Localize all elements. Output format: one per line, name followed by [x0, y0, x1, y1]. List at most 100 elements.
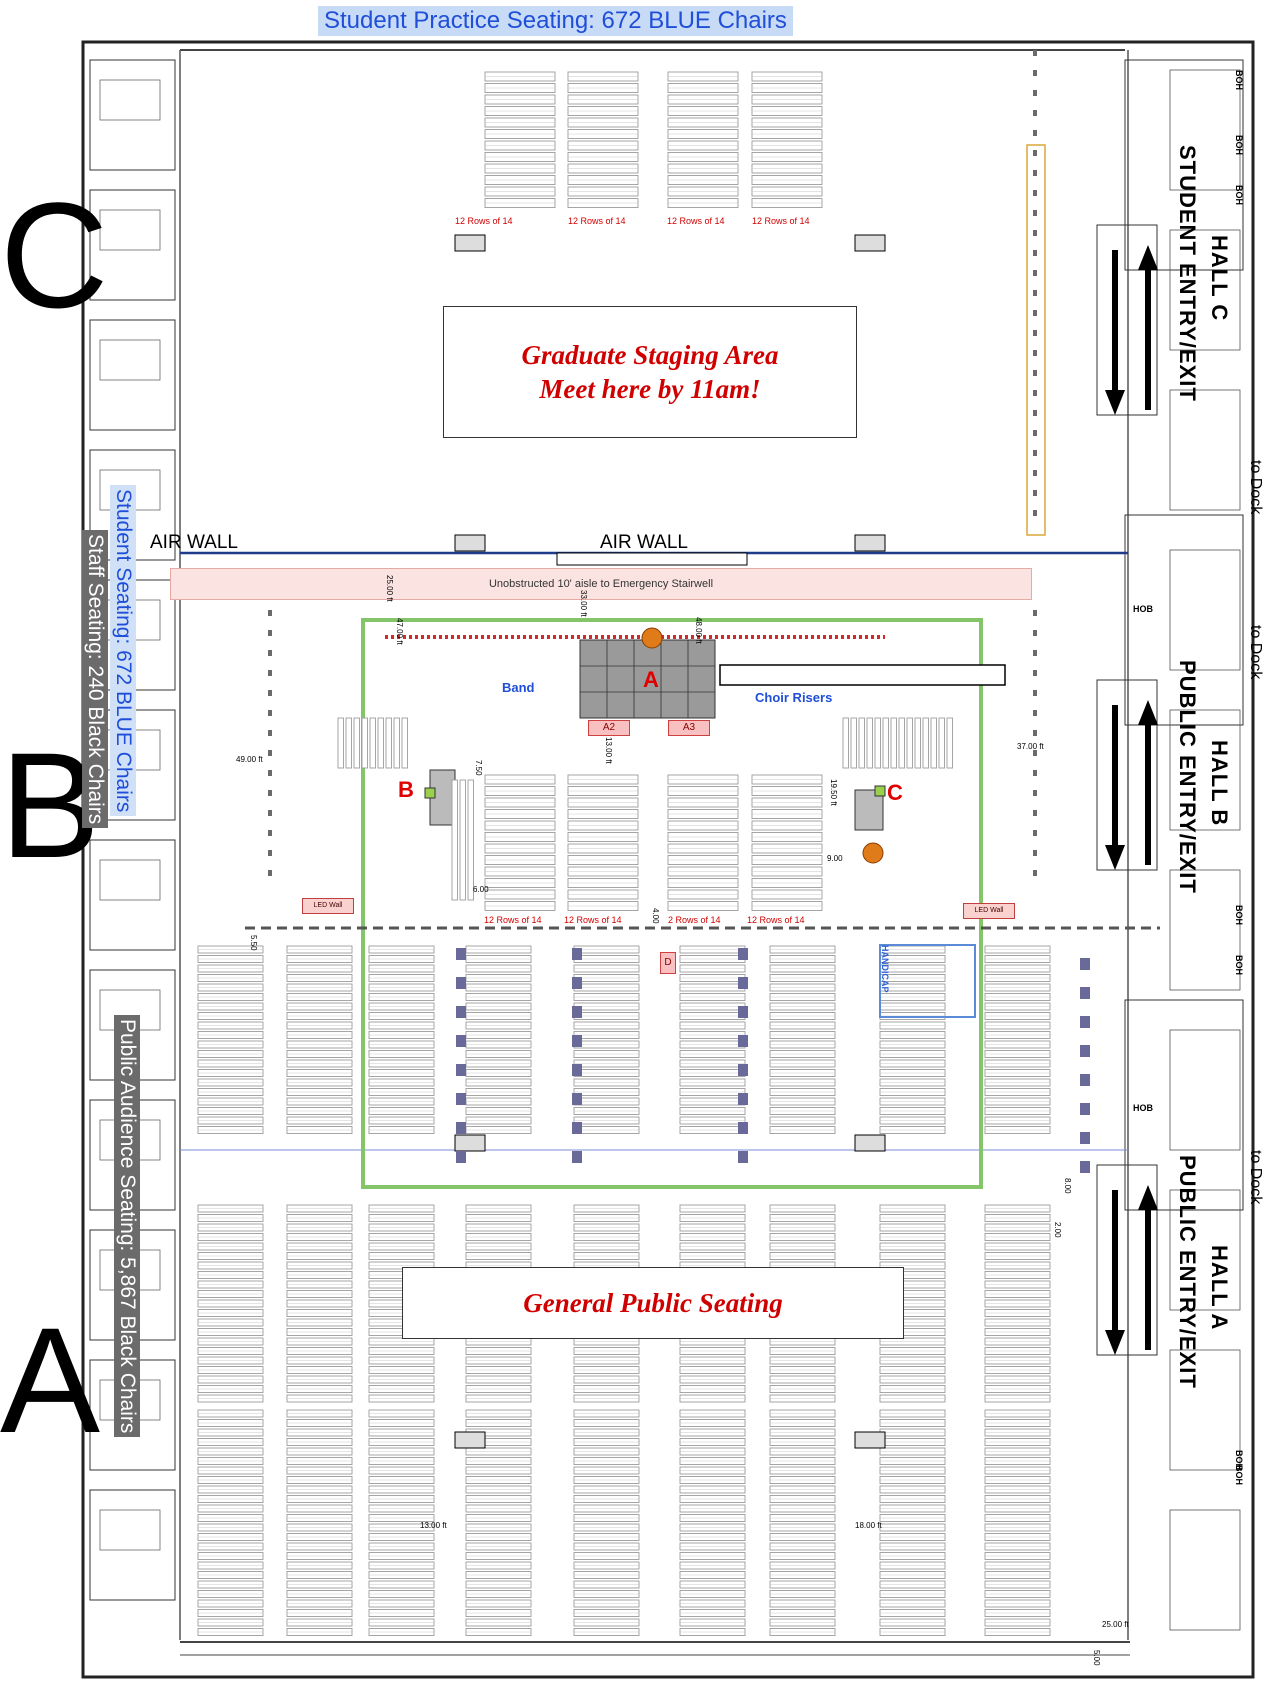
accessible-seat-marker [738, 1122, 748, 1134]
staff-side-block-left [337, 717, 408, 769]
east-boh-room [1169, 389, 1241, 511]
accessible-seat-marker [738, 1093, 748, 1105]
public-seating-middle-9 [984, 1204, 1051, 1403]
east-stair-room [1096, 679, 1158, 871]
east-service-room [1124, 59, 1244, 271]
accessible-seat-marker [456, 1035, 466, 1047]
camera-platform [454, 534, 486, 552]
dim-33: 33.00 ft [579, 590, 588, 617]
dim-47: 47.00 ft [395, 618, 404, 645]
camera-platform [854, 534, 886, 552]
west-service-fixture [99, 1509, 161, 1551]
east-boh-room [1169, 869, 1241, 991]
dim-6: 6.00 [473, 885, 489, 894]
public-seating-upper-1 [197, 945, 264, 1134]
student-seating-block-4 [751, 774, 823, 911]
east-boh-room [1169, 709, 1241, 831]
to-dock-label-1: to Dock [1247, 460, 1264, 515]
hob-label-1: HOB [1133, 604, 1153, 614]
accessible-seat-marker [1080, 1074, 1090, 1086]
dim-9: 9.00 [827, 854, 843, 863]
public-seating-lower-2 [286, 1409, 353, 1636]
hall-b-label: HALL B [1207, 740, 1232, 827]
zone-c-label: C [887, 780, 903, 805]
accessible-seat-marker [1080, 1103, 1090, 1115]
boh-label-5: BOH [1234, 955, 1244, 975]
emergency-aisle: Unobstructed 10' aisle to Emergency Stai… [170, 568, 1032, 600]
boh-label-1: BOH [1234, 70, 1244, 90]
west-service-room [89, 59, 176, 171]
hall-a-label: HALL A [1207, 1245, 1232, 1331]
accessible-seat-marker [1080, 1016, 1090, 1028]
accessible-seat-marker [572, 1122, 582, 1134]
dim-8: 8.00 [1063, 1178, 1072, 1194]
accessible-seat-marker [456, 977, 466, 989]
choir-risers-label: Choir Risers [755, 690, 833, 705]
practice-seating-block-2 [567, 71, 639, 208]
accessible-seat-marker [738, 1006, 748, 1018]
student-rows-label-2: 12 Rows of 14 [564, 915, 622, 925]
camera-platform [854, 1134, 886, 1152]
choir-riser-platform [719, 664, 1006, 686]
boh-label-4: BOH [1234, 905, 1244, 925]
accessible-seat-marker [738, 1151, 748, 1163]
arrow-down-head [1105, 390, 1125, 415]
rows-label-1: 12 Rows of 14 [455, 216, 513, 226]
west-service-fixture [99, 859, 161, 901]
east-stair-room [1096, 1164, 1158, 1356]
staff-seating-label: Staff Seating: 240 Black Chairs [82, 530, 108, 829]
east-boh-room [1169, 1349, 1241, 1471]
arrow-up-head [1138, 1185, 1158, 1210]
east-service-room [1124, 999, 1244, 1211]
west-service-fixture [99, 79, 161, 121]
west-service-room [89, 319, 176, 431]
accessible-seat-marker [738, 948, 748, 960]
dim-7-5: 7.50 [474, 760, 483, 776]
accessible-seat-marker [456, 1122, 466, 1134]
camera-platform [854, 1431, 886, 1449]
public-seating-upper-6 [679, 945, 746, 1134]
public-seating-lower-4 [465, 1409, 532, 1636]
east-boh-room [1169, 69, 1241, 191]
student-seating-block-1 [484, 774, 556, 911]
arrow-down-head [1105, 1330, 1125, 1355]
public-seating-middle-8 [879, 1204, 946, 1403]
east-stair-room [1096, 224, 1158, 416]
practice-seating-header: Student Practice Seating: 672 BLUE Chair… [318, 6, 793, 36]
accessible-seat-marker [572, 948, 582, 960]
zone-b-marker [424, 787, 436, 799]
public-entry-b-label: PUBLIC ENTRY/EXIT [1175, 660, 1200, 894]
student-seating-label: Student Seating: 672 BLUE Chairs [110, 485, 136, 817]
public-seating-lower-7 [769, 1409, 836, 1636]
zone-c-platform [854, 789, 884, 831]
boh-label-2: BOH [1234, 135, 1244, 155]
camera-platform [454, 1431, 486, 1449]
general-public-callout: General Public Seating [402, 1267, 904, 1339]
handicap-label: HANDICAP [880, 945, 890, 993]
accessible-seat-marker [1080, 1132, 1090, 1144]
camera-platform [854, 234, 886, 252]
public-seating-middle-1 [197, 1204, 264, 1403]
east-boh-room [1169, 1189, 1241, 1311]
rows-label-3: 12 Rows of 14 [667, 216, 725, 226]
accessible-seat-marker [456, 1006, 466, 1018]
staging-line-2: Meet here by 11am! [539, 374, 761, 404]
public-seating-lower-5 [573, 1409, 640, 1636]
public-seating-upper-9 [984, 945, 1051, 1134]
handicap-area [879, 944, 976, 1018]
pipe-drape-east [1026, 144, 1046, 536]
air-wall-left-label: AIR WALL [150, 532, 238, 553]
to-dock-label-2: to Dock [1247, 625, 1264, 680]
dim-37: 37.00 ft [1017, 742, 1044, 751]
public-seating-upper-4 [465, 945, 532, 1134]
east-boh-room [1169, 549, 1241, 671]
east-boh-room [1169, 1509, 1241, 1631]
accessible-seat-marker [1080, 1045, 1090, 1057]
dim-25a: 25.00 ft [385, 575, 394, 602]
accessible-seat-marker [456, 1093, 466, 1105]
dim-25b: 25.00 ft [1102, 1620, 1129, 1629]
accessible-seat-marker [738, 1035, 748, 1047]
dim-13b: 13.00 ft [420, 1521, 447, 1530]
zone-a-label: A [643, 667, 659, 692]
staff-side-block-right [842, 717, 953, 769]
